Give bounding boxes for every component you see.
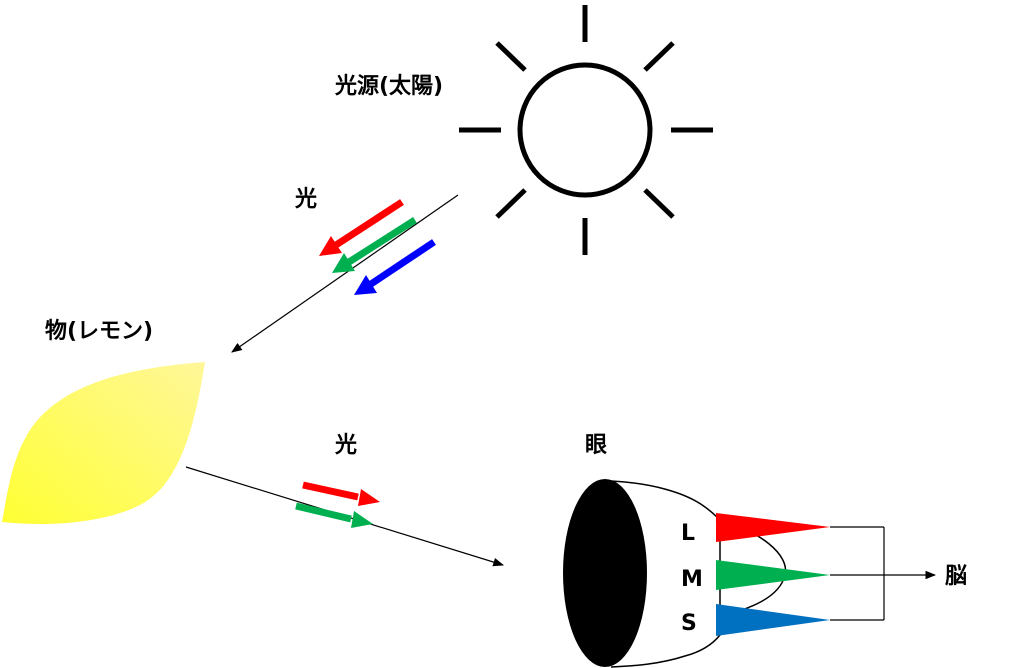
eye-label: 眼 xyxy=(585,433,607,458)
incoming-blue-arrow xyxy=(354,239,436,295)
incoming-light-label: 光 xyxy=(294,187,317,212)
object-label: 物(レモン) xyxy=(45,318,153,344)
incoming-red-arrow xyxy=(319,199,404,256)
reflected-green-arrow xyxy=(295,502,373,528)
cone-m xyxy=(716,560,830,590)
incoming-green-arrow xyxy=(332,217,417,273)
pupil xyxy=(563,479,647,667)
brain-connector xyxy=(830,526,937,621)
incoming-light-ray xyxy=(231,194,459,353)
lemon-shape xyxy=(2,362,205,525)
brain-label: 脳 xyxy=(945,564,967,589)
cone-l xyxy=(716,513,830,542)
cone-l-label: L xyxy=(681,521,695,546)
cone-s xyxy=(716,604,830,636)
cone-m-label: M xyxy=(681,567,703,592)
reflected-red-arrow xyxy=(302,481,380,506)
sun-icon xyxy=(459,5,713,255)
light-source-label: 光源(太陽) xyxy=(334,74,443,99)
reflected-light-label: 光 xyxy=(334,433,357,458)
cone-s-label: S xyxy=(681,611,697,636)
